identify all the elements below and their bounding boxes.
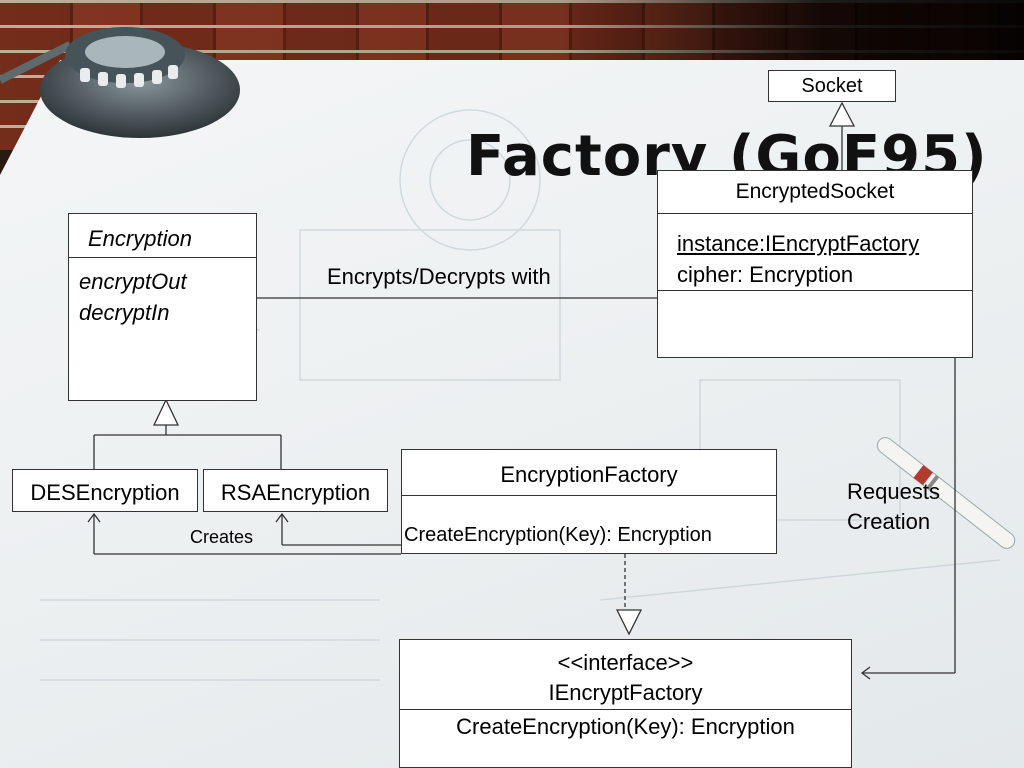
encryption-class-name: Encryption (88, 226, 192, 251)
rsa-encryption-class-name: RSAEncryption (220, 480, 371, 505)
creates-des-arrowhead (87, 512, 101, 523)
socket-class-name: Socket (801, 75, 863, 97)
encryption-class: Encryption encryptOut decryptIn (68, 213, 257, 401)
desk-lamp-icon (0, 27, 240, 138)
socket-class: Socket (768, 70, 896, 102)
encryption-method-decryptin: decryptIn (79, 300, 170, 325)
requests-label: Requests (847, 479, 940, 504)
encrypted-socket-class-name: EncryptedSocket (735, 180, 895, 203)
socket-inheritance-arrowhead (828, 101, 856, 127)
pen-icon (876, 437, 1016, 549)
rsa-encryption-class: RSAEncryption (203, 469, 388, 512)
encryption-inheritance-arrowhead (152, 398, 180, 426)
encryption-factory-class: EncryptionFactory CreateEncryption(Key):… (401, 449, 777, 554)
requests-creation-arrowhead (860, 666, 871, 680)
iencrypt-factory-interface: <<interface>> IEncryptFactory CreateEncr… (399, 639, 852, 768)
divider (658, 290, 972, 291)
encryption-factory-method: CreateEncryption(Key): Encryption (404, 524, 712, 546)
des-encryption-class: DESEncryption (12, 469, 198, 512)
divider (69, 257, 256, 258)
des-encryption-class-name: DESEncryption (30, 480, 180, 505)
encrypted-socket-class: EncryptedSocket instance:IEncryptFactory… (657, 170, 973, 358)
encryption-factory-class-name: EncryptionFactory (500, 462, 678, 487)
encrypted-socket-attribute-cipher: cipher: Encryption (677, 262, 854, 287)
iencrypt-factory-name: IEncryptFactory (548, 680, 703, 705)
divider (400, 709, 851, 710)
realization-arrowhead (615, 609, 643, 636)
encryption-method-encryptout: encryptOut (79, 269, 187, 294)
encrypts-decrypts-label: Encrypts/Decrypts with (327, 264, 551, 289)
iencrypt-factory-stereotype: <<interface>> (557, 650, 694, 675)
divider (402, 495, 776, 496)
creation-label: Creation (847, 509, 931, 534)
divider (658, 213, 972, 214)
creates-rsa-arrowhead (275, 512, 289, 523)
creates-label: Creates (190, 527, 254, 547)
iencrypt-factory-method: CreateEncryption(Key): Encryption (456, 714, 795, 739)
encrypted-socket-attribute-instance: instance:IEncryptFactory (677, 231, 920, 256)
